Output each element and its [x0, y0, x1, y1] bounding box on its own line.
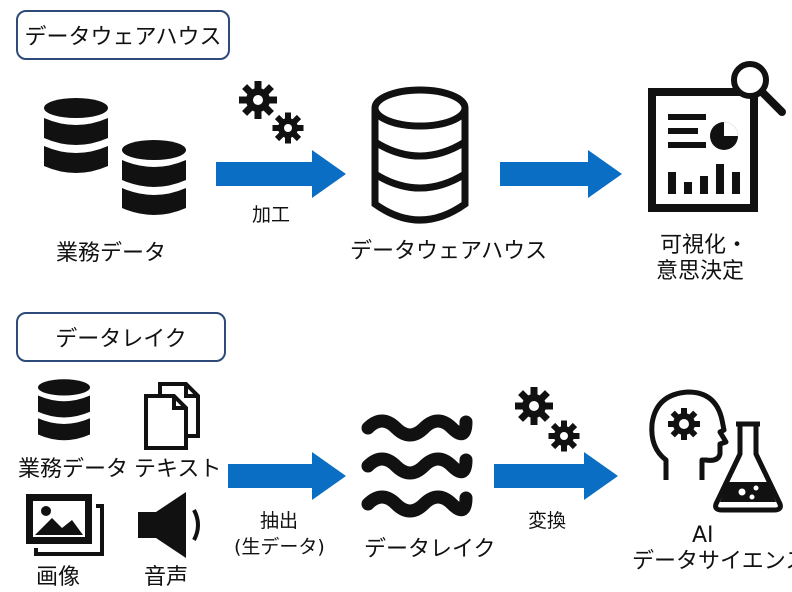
text-label: テキスト — [134, 457, 222, 482]
visualize-label-line2: 意思決定 — [656, 259, 745, 284]
database-icon — [371, 86, 469, 224]
data-science-label: データサイエンス — [632, 549, 792, 574]
head-gear-icon — [649, 389, 729, 480]
dwh-label: データウェアハウス — [350, 239, 548, 264]
arrow-right-icon — [216, 150, 346, 198]
report-icon — [648, 88, 758, 212]
gear-icon — [272, 112, 304, 144]
business-data-label: 業務データ — [18, 457, 129, 482]
gear-icon — [239, 81, 277, 119]
transform-label: 変換 — [528, 510, 567, 532]
dwh-title-box: データウェアハウス — [16, 10, 230, 60]
visualize-label-line1: 可視化・ — [660, 233, 749, 258]
datalake-label: データレイク — [364, 537, 496, 562]
audio-label: 音声 — [144, 565, 189, 590]
database-icon — [38, 379, 90, 441]
ai-label: AI — [692, 523, 714, 548]
arrow-right-icon — [228, 452, 346, 500]
process-label: 加工 — [252, 204, 291, 226]
document-icon — [144, 382, 200, 450]
business-data-label: 業務データ — [56, 241, 167, 266]
speaker-icon — [138, 492, 200, 558]
dwh-title: データウェアハウス — [24, 25, 222, 50]
database-icon — [122, 140, 186, 215]
arrow-right-icon — [494, 452, 618, 500]
image-label: 画像 — [36, 565, 81, 590]
gear-icon — [548, 420, 580, 452]
wave-icon — [361, 414, 473, 518]
datalake-title-box: データレイク — [16, 312, 226, 362]
magnifier-icon — [731, 61, 786, 116]
image-icon — [26, 494, 104, 556]
datalake-title: データレイク — [55, 327, 187, 352]
gear-icon — [515, 387, 553, 425]
extract-label-line1: 抽出 — [260, 510, 299, 532]
database-icon — [44, 98, 108, 173]
flask-icon — [713, 421, 783, 513]
extract-label-line2: (生データ) — [234, 536, 325, 558]
arrow-right-icon — [500, 150, 622, 198]
